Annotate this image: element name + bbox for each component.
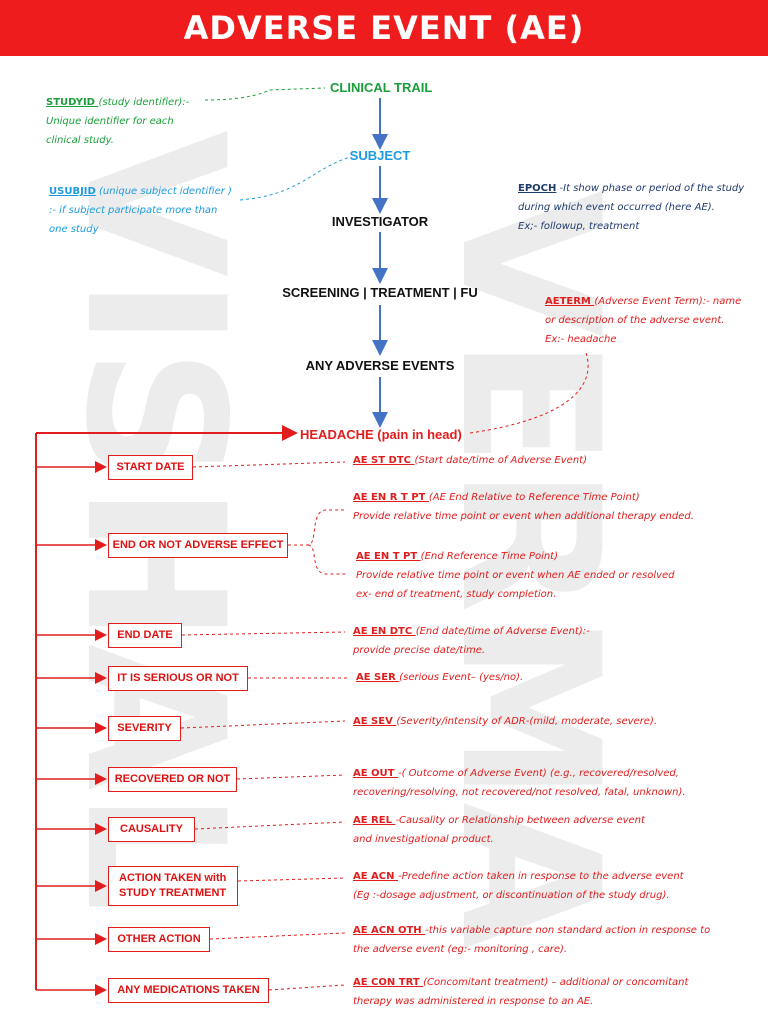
flow-any-adverse-events: ANY ADVERSE EVENTS [305,358,455,373]
usubjid-connector [239,156,351,201]
def-ae-st-dtc: AE ST DTC (Start date/time of Adverse Ev… [353,455,587,466]
note-studyid: STUDYID (study identifier):- Unique iden… [46,97,190,146]
note-aeterm-key: AETERM [545,296,595,307]
def-ae-en-t-pt: AE EN T PT (End Reference Time Point) Pr… [356,551,675,600]
title-banner: ADVERSE EVENT (AE) [0,0,768,56]
page-title: ADVERSE EVENT (AE) [183,9,585,47]
aeterm-connector [469,349,589,434]
note-usubjid: USUBJID (unique subject identifier ) :- … [49,186,232,235]
note-studyid-key: STUDYID [46,97,99,108]
def-ae-acn: AE ACN -Predefine action taken in respon… [353,871,684,901]
studyid-connector [204,87,326,101]
flow-investigator: INVESTIGATOR [331,214,429,229]
box-causality: CAUSALITY [108,817,195,842]
box-action-taken: ACTION TAKEN with STUDY TREATMENT [108,866,238,906]
def-ae-ser: AE SER (serious Event– (yes/no). [356,672,524,683]
box-serious-or-not: IT IS SERIOUS OR NOT [108,666,248,691]
flow-clinical-trail: CLINICAL TRAIL [330,80,433,95]
flow-phases: SCREENING | TREATMENT | FU [282,285,478,300]
note-epoch: EPOCH -It show phase or period of the st… [518,183,745,232]
flow-subject: SUBJECT [349,148,411,163]
def-ae-en-r-t-pt: AE EN R T PT (AE End Relative to Referen… [353,492,694,522]
def-ae-en-dtc: AE EN DTC (End date/time of Adverse Even… [353,626,590,656]
box-other-action: OTHER ACTION [108,927,210,952]
box-severity: SEVERITY [108,716,181,741]
def-ae-out: AE OUT -( Outcome of Adverse Event) (e.g… [353,768,686,798]
def-ae-rel: AE REL -Causality or Relationship betwee… [353,815,645,845]
def-ae-acn-oth: AE ACN OTH -this variable capture non st… [353,925,711,955]
def-ae-con-trt: AE CON TRT (Concomitant treatment) – add… [353,977,689,1007]
def-ae-sev: AE SEV (Severity/intensity of ADR-(mild,… [353,716,658,727]
note-epoch-key: EPOCH [518,183,557,194]
box-end-or-not-adverse-effect: END OR NOT ADVERSE EFFECT [108,533,288,558]
box-end-date: END DATE [108,623,182,648]
box-start-date: START DATE [108,455,193,480]
note-usubjid-key: USUBJID [49,186,96,197]
box-any-medications-taken: ANY MEDICATIONS TAKEN [108,978,269,1003]
box-recovered-or-not: RECOVERED OR NOT [108,767,237,792]
flow-headache: HEADACHE (pain in head) [300,427,462,442]
note-aeterm: AETERM (Adverse Event Term):- name or de… [545,296,742,345]
